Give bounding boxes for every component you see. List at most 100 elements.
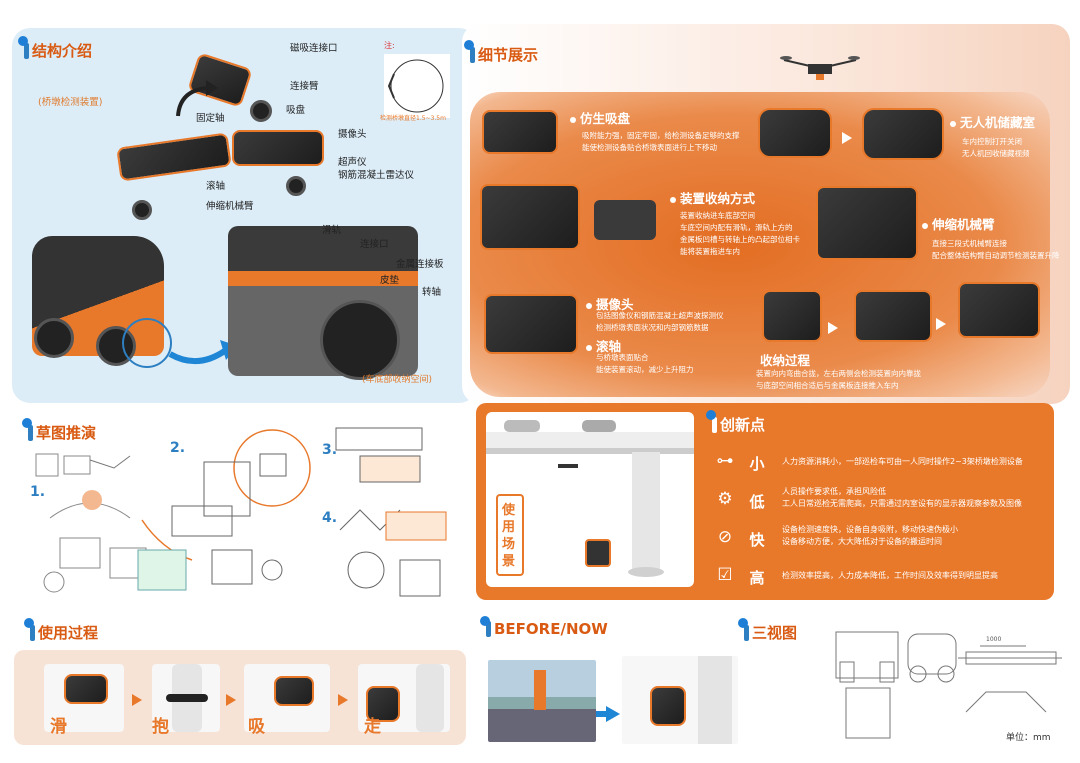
scene-label-box: [496, 494, 524, 576]
threeview-illustration: [835, 631, 1062, 739]
diameter-diagram: [387, 59, 444, 113]
sketch-group-3: [320, 420, 460, 610]
process-hug-band: [166, 694, 208, 702]
roller-icon: [286, 176, 306, 196]
arrow-fold-2: [936, 318, 946, 330]
innovation-high-line-1: 检测效率提高，人力成本降低，工作时间及效率得到明显提高: [782, 571, 998, 580]
feature-fold-title-text: 收纳过程: [760, 353, 811, 368]
feature-fold-line-1: 装置向内弯曲合拢，左右两侧会检测装置向内靠拢: [756, 369, 921, 378]
storage-caption: (车底部收纳空间): [362, 375, 433, 385]
process-arrow-3: [338, 694, 348, 706]
feature-arm-title-text: 伸缩机械臂: [932, 217, 995, 232]
feature-camera-title-text: 摄像头: [596, 297, 634, 312]
feature-drone-title: 无人机储藏室: [950, 112, 1035, 131]
before-arrow-shaft: [596, 711, 608, 717]
details-title-text: 细节展示: [478, 46, 539, 64]
feature-suction-title: 仿生吸盘: [570, 108, 630, 127]
label-magnetic-connector: 磁吸连接口: [290, 43, 338, 54]
innovation-low-line-1: 人员操作要求低，承担风险低: [782, 487, 886, 496]
checklist-icon: ☑: [717, 565, 733, 585]
roller-left-icon: [132, 200, 152, 220]
structure-title-text: 结构介绍: [32, 42, 93, 60]
sketch-group-1: [30, 448, 164, 598]
label-fixed-shaft: 固定轴: [196, 113, 225, 124]
before-image: [488, 660, 596, 742]
innovation-small-line-1: 人力资源消耗小，一部巡检车可由一人同时操作2~3架桥墩检测设备: [782, 457, 1023, 466]
now-image: [622, 656, 738, 744]
process-image-walk: [358, 664, 450, 732]
label-connector: 连接口: [360, 239, 389, 250]
now-robot: [650, 686, 686, 726]
sketch-drawing-3: [335, 427, 447, 597]
fold-image-2: [594, 200, 656, 240]
beforenow-title: BEFORE/NOW: [480, 616, 608, 638]
process-image-slide: [44, 664, 124, 732]
feature-roller-line-1: 与桥墩表面贴合: [596, 353, 649, 362]
scene-label: 使用场景: [502, 503, 516, 569]
innovation-fast-line-1: 设备检测速度快，设备自身吸附，移动快速伪极小: [782, 525, 958, 534]
feature-drone-line-2: 无人机回收储藏视频: [962, 149, 1030, 158]
camera-detail-image: [484, 294, 578, 354]
feature-suction-title-text: 仿生吸盘: [580, 111, 631, 126]
note-box: [384, 54, 450, 118]
process-step-hug: 抱: [152, 717, 169, 737]
scene-illustration: [486, 420, 694, 577]
device-arm-right: [232, 130, 324, 166]
storage-room-image: [758, 108, 832, 158]
process-title: 使用过程: [24, 618, 99, 643]
process-suck-device: [274, 676, 314, 706]
innovation-text-fast: 设备检测速度快，设备自身吸附，移动快速伪极小 设备移动方便，大大降低对于设备的搬…: [782, 524, 958, 548]
feature-drone-text: 车内控制打开关闭 无人机回收储藏视频: [962, 136, 1030, 160]
label-leather-pad: 皮垫: [380, 275, 400, 286]
feature-arm-title: 伸缩机械臂: [922, 214, 995, 233]
feature-storage-line-3: 金属板凹槽与转轴上的凸起部位相卡: [680, 235, 800, 244]
feature-storage-title: 装置收纳方式: [670, 188, 755, 207]
threeview-unit: 单位：mm: [1006, 733, 1051, 743]
compass-icon: ⊘: [717, 527, 733, 547]
feature-camera-title: 摄像头: [586, 294, 634, 313]
fold-process-1: [762, 290, 822, 342]
label-roller: 滚轴: [206, 181, 226, 192]
suction-cup-icon: [250, 100, 272, 122]
drone-icon: [780, 56, 860, 80]
feature-camera-line-1: 包括图像仪和钢筋混凝土超声波探测仪: [596, 311, 724, 320]
storage-room-open-image: [862, 108, 944, 160]
feature-drone-title-text: 无人机储藏室: [960, 115, 1036, 130]
location-icon: ⊶: [716, 451, 734, 471]
feature-suction-text: 吸附能力强，固定牢固，给检测设备足够的支撑 能使检测设备贴合桥墩表面进行上下移动: [582, 130, 740, 154]
process-step-slide: 滑: [50, 717, 67, 737]
process-image-suck: [244, 664, 330, 732]
innovation-text-low: 人员操作要求低，承担风险低 工人日常巡检无需爬高，只需通过内室设有的显示器观察参…: [782, 486, 1022, 510]
process-step-suck: 吸: [248, 717, 265, 737]
feature-camera-line-2: 检测桥墩表面状况和内部钢筋数据: [596, 323, 709, 332]
label-suction-cup: 吸盘: [286, 105, 306, 116]
innovation-text-small: 人力资源消耗小，一部巡检车可由一人同时操作2~3架桥墩检测设备: [782, 456, 1023, 468]
arrow-fold-1: [828, 322, 838, 334]
label-radar: 钢筋混凝土雷达仪: [338, 170, 415, 181]
feature-arm-line-2: 配合整体结构臂自动调节检测装置升降: [932, 251, 1060, 260]
arrow-drone: [842, 132, 852, 144]
label-metal-plate: 金属连接板: [396, 259, 444, 270]
sketch-drawing-1: [35, 453, 147, 593]
feature-storage-title-text: 装置收纳方式: [680, 191, 756, 206]
fold-process-3: [958, 282, 1040, 338]
feature-camera-text: 包括图像仪和钢筋混凝土超声波探测仪 检测桥墩表面状况和内部钢筋数据: [596, 310, 724, 334]
feature-arm-line-1: 直接三段式机械臂连接: [932, 239, 1007, 248]
process-step-walk: 走: [364, 717, 381, 737]
innovation-title: 创新点: [706, 410, 765, 435]
sketch-step-4: 4.: [322, 510, 338, 526]
innovation-badge-fast: 快: [742, 524, 772, 554]
label-telescopic-arm: 伸缩机械臂: [206, 201, 254, 212]
process-title-text: 使用过程: [38, 624, 99, 642]
feature-roller-text: 与桥墩表面贴合 能使装置滚动，减少上升阻力: [596, 352, 694, 376]
beforenow-arrow: [606, 706, 620, 722]
feature-storage-line-4: 能将装置拖进车内: [680, 247, 740, 256]
label-camera: 摄像头: [338, 129, 367, 140]
note-range: 检测桥墩直径1.5~3.5m: [380, 115, 446, 122]
feature-storage-text: 装置收纳进车底部空间 车底空间内配有滑轨，滑轨上方的 金属板凹槽与转轴上的凸起部…: [680, 210, 800, 258]
sketch-step-1: 1.: [30, 484, 46, 500]
process-arrow-2: [226, 694, 236, 706]
suction-detail-image: [482, 110, 558, 154]
feature-roller-line-2: 能使装置滚动，减少上升阻力: [596, 365, 694, 374]
beforenow-title-text: BEFORE/NOW: [494, 620, 608, 638]
